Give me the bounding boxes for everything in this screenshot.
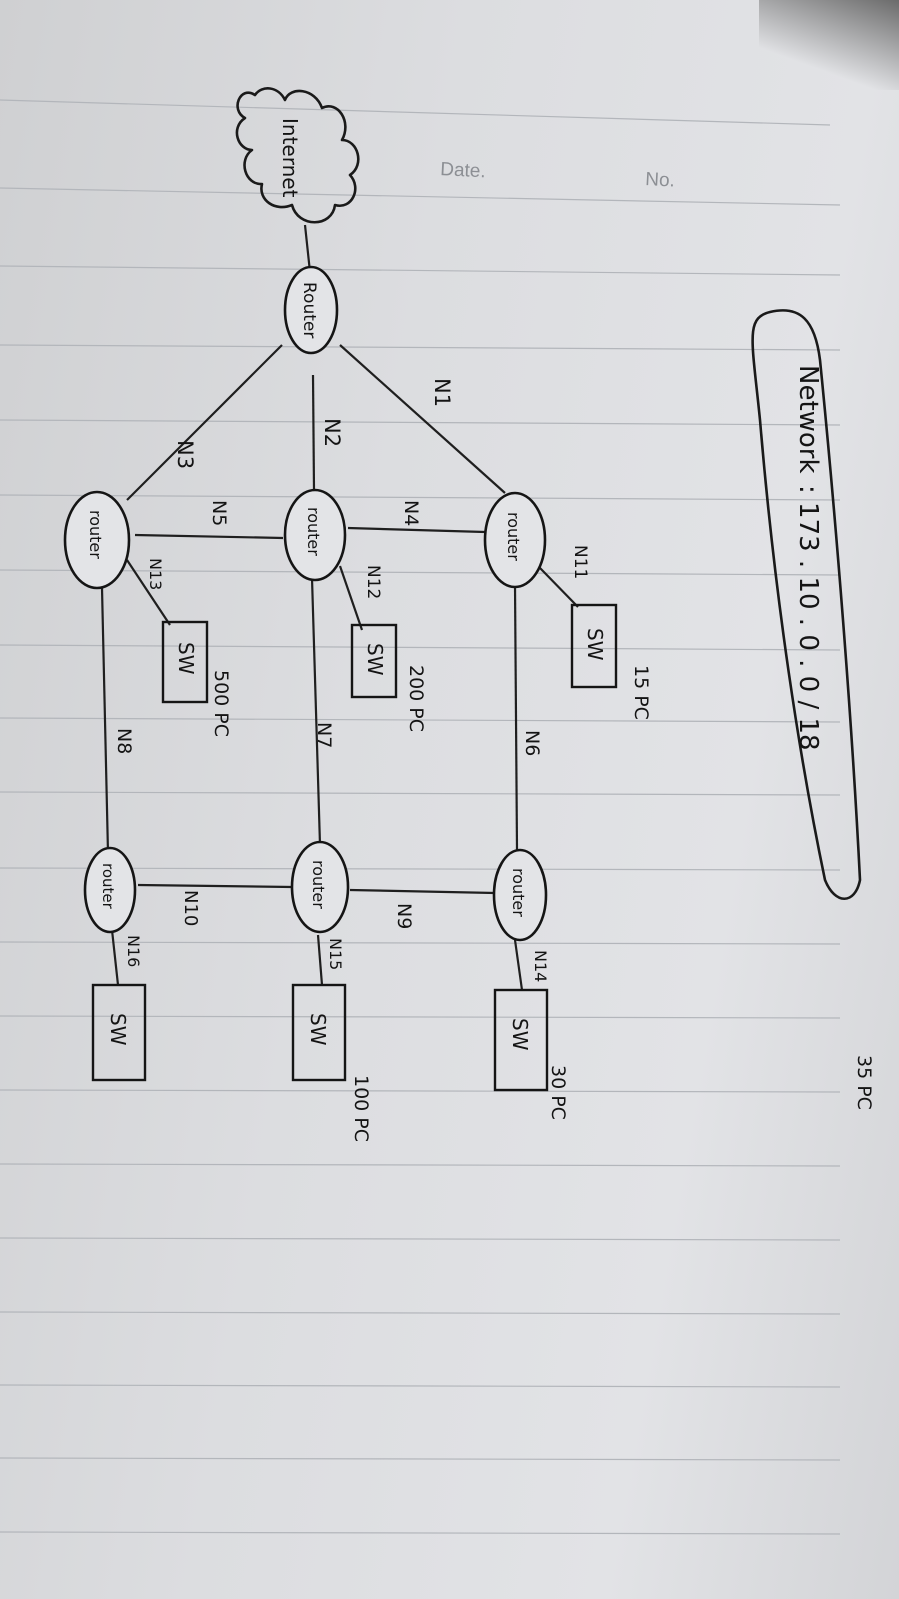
label-n9: N9: [393, 903, 415, 929]
router-icon: [492, 848, 548, 942]
router-c: router: [63, 490, 131, 590]
hosts-sw-d: 30 PC: [547, 1065, 569, 1120]
switch-c: SW: [161, 620, 209, 704]
switch-d-label: SW: [508, 1018, 532, 1051]
link-labels: N1 N2 N3 N4 N5 N6 N7 N8 N9 N10 N11 N12 N…: [113, 378, 590, 982]
router-icon: [483, 491, 547, 589]
link-n5: [134, 533, 284, 540]
switch-e: SW: [291, 983, 347, 1082]
router-icon: [283, 488, 347, 582]
switch-e-label: SW: [306, 1013, 330, 1046]
label-n15: N15: [326, 938, 345, 970]
switch-a-label: SW: [583, 628, 607, 661]
hosts-sw-e: 100 PC: [350, 1075, 372, 1142]
router-b: router: [283, 488, 347, 582]
link-n3: [126, 344, 283, 501]
router-a: router: [483, 491, 547, 589]
router-e-label: router: [309, 860, 328, 909]
router-icon: [290, 840, 350, 934]
router-f-label: router: [99, 863, 117, 910]
link-n12: [338, 565, 364, 631]
link-n8: [100, 587, 110, 854]
ruled-lines: [0, 99, 841, 1535]
date-label: Date.: [440, 159, 486, 182]
switch-icon: [291, 983, 347, 1082]
hosts-sw-f: 35 PC: [853, 1055, 875, 1110]
router-d-label: router: [509, 868, 528, 917]
switch-icon: [91, 983, 147, 1082]
label-n4: N4: [400, 500, 422, 526]
network-title-bubble: [751, 309, 862, 900]
page-shadow: [759, 0, 899, 90]
switch-c-label: SW: [174, 642, 198, 675]
label-n3: N3: [173, 440, 197, 469]
router-c-label: router: [86, 510, 105, 559]
link-n6: [513, 584, 519, 851]
link-n11: [539, 567, 579, 608]
link-n13: [126, 559, 171, 626]
core-router: Router: [283, 265, 339, 355]
switch-f-label: SW: [106, 1013, 130, 1046]
link-n10: [137, 883, 293, 889]
label-n10: N10: [180, 890, 201, 926]
switch-icon: [350, 623, 398, 699]
label-n13: N13: [146, 558, 165, 590]
switch-icon: [161, 620, 209, 704]
links: [100, 224, 579, 991]
network-address: : 173 . 10 . 0 . 0 / 18: [793, 485, 823, 751]
internet-cloud: Internet: [235, 87, 360, 224]
host-counts: 15 PC 200 PC 500 PC 30 PC 100 PC 35 PC: [210, 665, 875, 1142]
hosts-sw-c: 500 PC: [210, 670, 232, 737]
switch-icon: [493, 988, 549, 1092]
internet-label: Internet: [278, 118, 302, 198]
router-e: router: [290, 840, 350, 934]
label-n11: N11: [570, 545, 590, 579]
label-n16: N16: [124, 935, 143, 967]
hosts-sw-b: 200 PC: [405, 665, 427, 732]
router-b-label: router: [304, 507, 323, 556]
label-n1: N1: [430, 378, 454, 407]
router-d: router: [492, 848, 548, 942]
core-router-label: Router: [299, 282, 319, 338]
switch-d: SW: [493, 988, 549, 1092]
link-n2: [311, 374, 316, 491]
switch-icon: [570, 603, 618, 689]
label-n8: N8: [113, 728, 135, 754]
router-f: router: [83, 846, 137, 934]
no-label: No.: [645, 169, 676, 192]
network-label: Network: [793, 365, 823, 474]
label-n12: N12: [363, 565, 383, 599]
router-a-label: router: [504, 512, 523, 561]
cloud-icon: [235, 87, 360, 224]
router-icon: [83, 846, 137, 934]
label-n6: N6: [521, 730, 543, 756]
link-n14: [513, 939, 524, 991]
link-n9: [349, 888, 496, 895]
router-icon: [283, 265, 339, 355]
label-n14: N14: [531, 950, 550, 982]
switch-a: SW: [570, 603, 618, 689]
label-n2: N2: [320, 418, 344, 447]
hosts-sw-a: 15 PC: [630, 665, 652, 720]
link-n15: [316, 934, 324, 986]
link-n16: [110, 929, 120, 986]
link-n7: [310, 577, 322, 846]
link-n1: [339, 344, 506, 494]
label-n7: N7: [313, 722, 335, 748]
switch-b: SW: [350, 623, 398, 699]
switch-f: SW: [91, 983, 147, 1082]
link-internet-core: [303, 224, 312, 273]
link-n4: [347, 526, 486, 534]
label-n5: N5: [208, 500, 230, 526]
switch-b-label: SW: [363, 643, 387, 676]
router-icon: [63, 490, 131, 590]
